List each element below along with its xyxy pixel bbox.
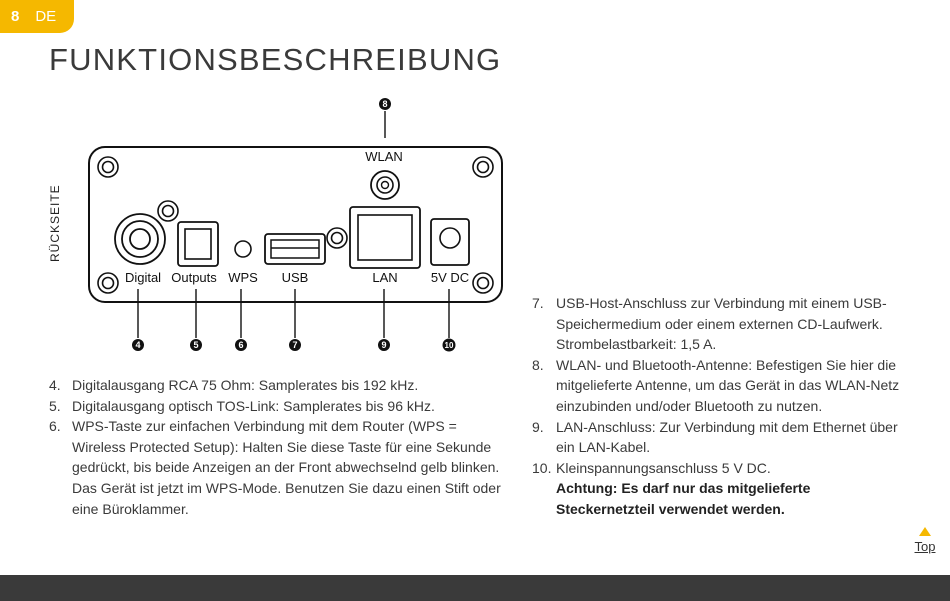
label-5v-dc: 5V DC [431, 270, 469, 285]
corner-screw-tr [472, 156, 494, 178]
list-item: 9. LAN-Anschluss: Zur Verbindung mit dem… [532, 417, 907, 458]
label-outputs: Outputs [171, 270, 217, 285]
svg-text:4: 4 [135, 340, 140, 350]
corner-screw-bl [97, 272, 119, 294]
back-to-top-label: Top [914, 539, 936, 554]
callout-4: 4 [132, 339, 144, 351]
label-lan: LAN [372, 270, 397, 285]
svg-text:10: 10 [445, 341, 454, 350]
callout-9: 9 [378, 339, 390, 351]
list-item-number: 10. [532, 459, 552, 476]
list-item-content: Kleinspannungsanschluss 5 V DC. Achtung:… [556, 458, 907, 520]
callout-8: 8 [379, 98, 391, 110]
dc-input-icon [430, 218, 470, 266]
callout-lines [137, 111, 450, 338]
svg-text:9: 9 [381, 340, 386, 350]
corner-screw-br [472, 272, 494, 294]
list-item-number: 6. [49, 418, 61, 435]
list-item-text: Digitalausgang optisch TOS-Link: Sampler… [72, 397, 435, 414]
lan-port-icon [349, 206, 421, 269]
page-tab: 8 DE [0, 0, 74, 33]
list-item-text: WLAN- und Bluetooth-Antenne: Befestigen … [556, 356, 900, 414]
list-item-text: LAN-Anschluss: Zur Verbindung mit dem Et… [556, 418, 898, 456]
corner-screw-tl [97, 156, 119, 178]
page-title: FUNKTIONSBESCHREIBUNG [49, 42, 502, 77]
list-item-text: WPS-Taste zur einfachen Verbindung mit d… [72, 418, 501, 517]
list-item: 5. Digitalausgang optisch TOS-Link: Samp… [49, 396, 509, 417]
label-wlan: WLAN [365, 149, 403, 164]
language-code: DE [35, 8, 57, 25]
list-item-text: Digitalausgang RCA 75 Ohm: Samplerates b… [72, 377, 419, 393]
list-item: 4. Digitalausgang RCA 75 Ohm: Samplerate… [49, 375, 509, 396]
wps-button-icon [234, 240, 252, 258]
list-item-number: 5. [49, 397, 61, 414]
label-usb: USB [282, 270, 309, 285]
callout-6: 6 [235, 339, 247, 351]
callout-5: 5 [190, 339, 202, 351]
rca-digital-output-icon [114, 200, 179, 265]
footer-bar [0, 575, 950, 601]
label-digital: Digital [125, 270, 161, 285]
svg-text:8: 8 [382, 99, 387, 109]
arrow-up-icon [919, 527, 931, 536]
list-item-number: 8. [532, 356, 544, 373]
list-item-text: USB-Host-Anschluss zur Verbindung mit ei… [556, 295, 887, 353]
list-item-number: 4. [49, 377, 61, 393]
page-number: 8 [11, 8, 20, 25]
callout-10: 10 [442, 338, 456, 352]
list-item-text: Kleinspannungsanschluss 5 V DC. [556, 459, 771, 476]
list-item-number: 7. [532, 295, 544, 311]
list-item-number: 9. [532, 418, 544, 435]
list-item: 8. WLAN- und Bluetooth-Antenne: Befestig… [532, 355, 907, 417]
svg-text:5: 5 [193, 340, 198, 350]
list-item: 10. Kleinspannungsanschluss 5 V DC. Acht… [532, 458, 907, 520]
label-wps: WPS [228, 270, 258, 285]
back-to-top-link[interactable]: Top [912, 527, 938, 554]
svg-text:6: 6 [238, 340, 243, 350]
feature-list-left: 4. Digitalausgang RCA 75 Ohm: Samplerate… [49, 375, 509, 519]
svg-text:7: 7 [292, 340, 297, 350]
list-item: 6. WPS-Taste zur einfachen Verbindung mi… [49, 416, 509, 519]
usb-port-icon [264, 227, 348, 265]
callout-7: 7 [289, 339, 301, 351]
optical-output-icon [177, 221, 219, 267]
feature-list-right: 7. USB-Host-Anschluss zur Verbindung mit… [532, 293, 907, 520]
wlan-antenna-icon [370, 170, 400, 200]
list-item: 7. USB-Host-Anschluss zur Verbindung mit… [532, 293, 907, 355]
warning-note: Achtung: Es darf nur das mitgelieferte S… [556, 480, 811, 517]
